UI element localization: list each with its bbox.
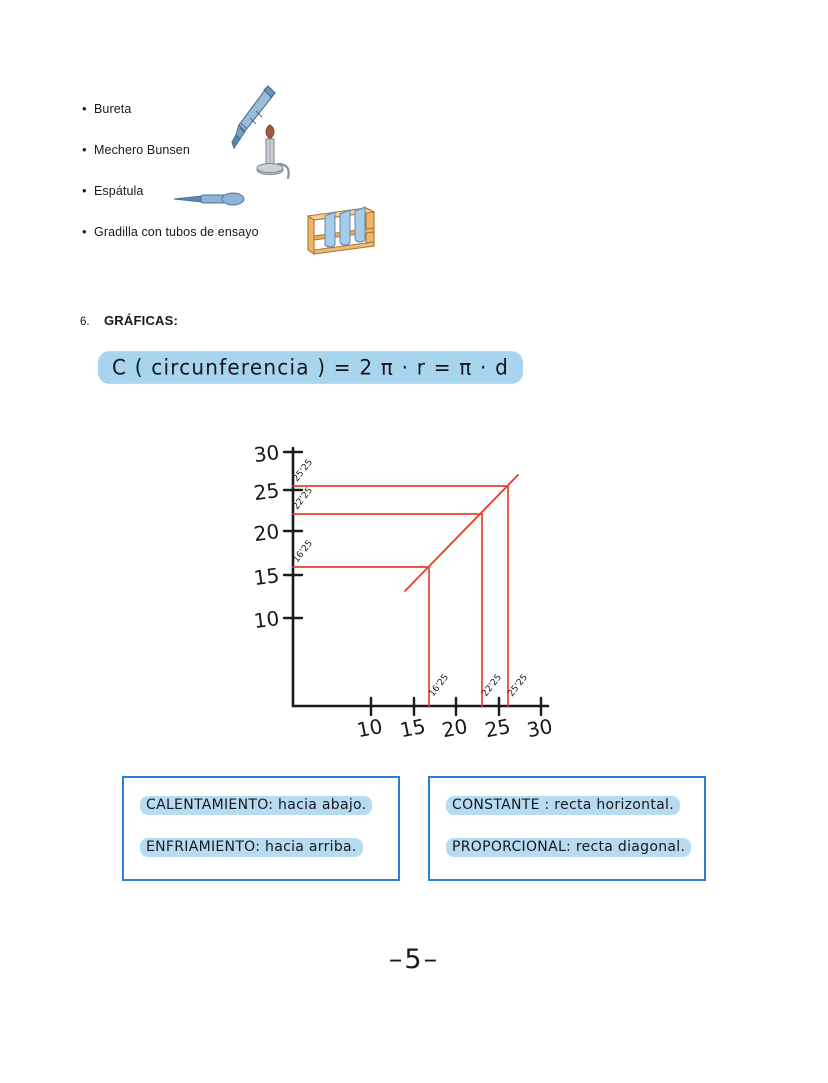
material-label: Bureta xyxy=(94,102,132,116)
y-tick-label: 20 xyxy=(252,519,280,546)
list-item: • Mechero Bunsen xyxy=(82,141,382,182)
y-axis-tick-labels: 30 25 20 15 10 xyxy=(252,440,280,633)
note-text: ENFRIAMIENTO: hacia arriba. xyxy=(140,838,363,857)
note-line: PROPORCIONAL: recta diagonal. xyxy=(446,838,692,857)
section-number: 6. xyxy=(80,316,90,328)
y-value-labels: 25'25 22'25 16'25 xyxy=(291,458,315,565)
bullet-icon: • xyxy=(82,183,87,198)
x-tick-label: 20 xyxy=(440,714,470,742)
x-value-label: 25'25 xyxy=(506,673,530,699)
x-value-labels: 16'25 22'25 25'25 xyxy=(427,673,530,699)
test-tube-rack-icon xyxy=(306,206,376,256)
y-value-label: 25'25 xyxy=(291,458,315,484)
y-tick-label: 30 xyxy=(252,440,280,467)
bullet-icon: • xyxy=(82,224,87,239)
section-heading: 6. GRÁFICAS: xyxy=(80,313,178,328)
x-tick-label: 10 xyxy=(355,714,385,742)
note-box-heating-cooling: CALENTAMIENTO: hacia abajo. ENFRIAMIENTO… xyxy=(122,776,400,881)
x-axis-ticks xyxy=(369,696,543,717)
x-value-label: 16'25 xyxy=(427,673,451,699)
note-text: CONSTANTE : recta horizontal. xyxy=(446,796,680,815)
y-tick-label: 10 xyxy=(252,606,280,633)
note-line: CALENTAMIENTO: hacia abajo. xyxy=(140,796,373,815)
y-tick-label: 15 xyxy=(252,563,280,590)
graph-figure: 30 25 20 15 10 10 15 20 25 30 25'25 22'2… xyxy=(240,430,570,750)
diagonal-series-line xyxy=(404,474,519,592)
list-item: • Bureta xyxy=(82,100,382,141)
formula-line: C ( circunferencia ) = 2 π · r = π · d xyxy=(98,351,524,384)
bullet-icon: • xyxy=(82,142,87,157)
circumference-formula: C ( circunferencia ) = 2 π · r = π · d xyxy=(98,351,524,384)
x-axis-tick-labels: 10 15 20 25 30 xyxy=(355,714,555,742)
x-tick-label: 30 xyxy=(525,714,555,742)
material-label: Mechero Bunsen xyxy=(94,143,190,157)
spatula-icon xyxy=(173,192,245,206)
y-axis-ticks xyxy=(282,450,304,620)
material-label: Espátula xyxy=(94,184,144,198)
note-line: CONSTANTE : recta horizontal. xyxy=(446,796,680,815)
x-value-label: 22'25 xyxy=(480,673,504,699)
list-item: • Gradilla con tubos de ensayo xyxy=(82,223,382,264)
bullet-icon: • xyxy=(82,101,87,116)
bunsen-burner-icon xyxy=(256,124,290,180)
section-title: GRÁFICAS: xyxy=(104,313,179,328)
page-number: –5– xyxy=(388,944,440,975)
materials-list: • Bureta • Mechero Bunsen • Espátula • G… xyxy=(82,100,382,264)
y-value-label: 16'25 xyxy=(291,539,315,565)
note-text: CALENTAMIENTO: hacia abajo. xyxy=(140,796,373,815)
note-text: PROPORCIONAL: recta diagonal. xyxy=(446,838,692,857)
x-tick-label: 25 xyxy=(483,714,513,742)
y-tick-label: 25 xyxy=(252,478,280,505)
line-chart: 30 25 20 15 10 10 15 20 25 30 25'25 22'2… xyxy=(252,440,555,742)
projection-lines xyxy=(292,485,509,707)
note-box-constant-proportional: CONSTANTE : recta horizontal. PROPORCION… xyxy=(428,776,706,881)
x-tick-label: 15 xyxy=(398,714,428,742)
material-label: Gradilla con tubos de ensayo xyxy=(94,225,259,239)
burette-icon xyxy=(231,85,276,150)
note-line: ENFRIAMIENTO: hacia arriba. xyxy=(140,838,363,857)
list-item: • Espátula xyxy=(82,182,382,223)
